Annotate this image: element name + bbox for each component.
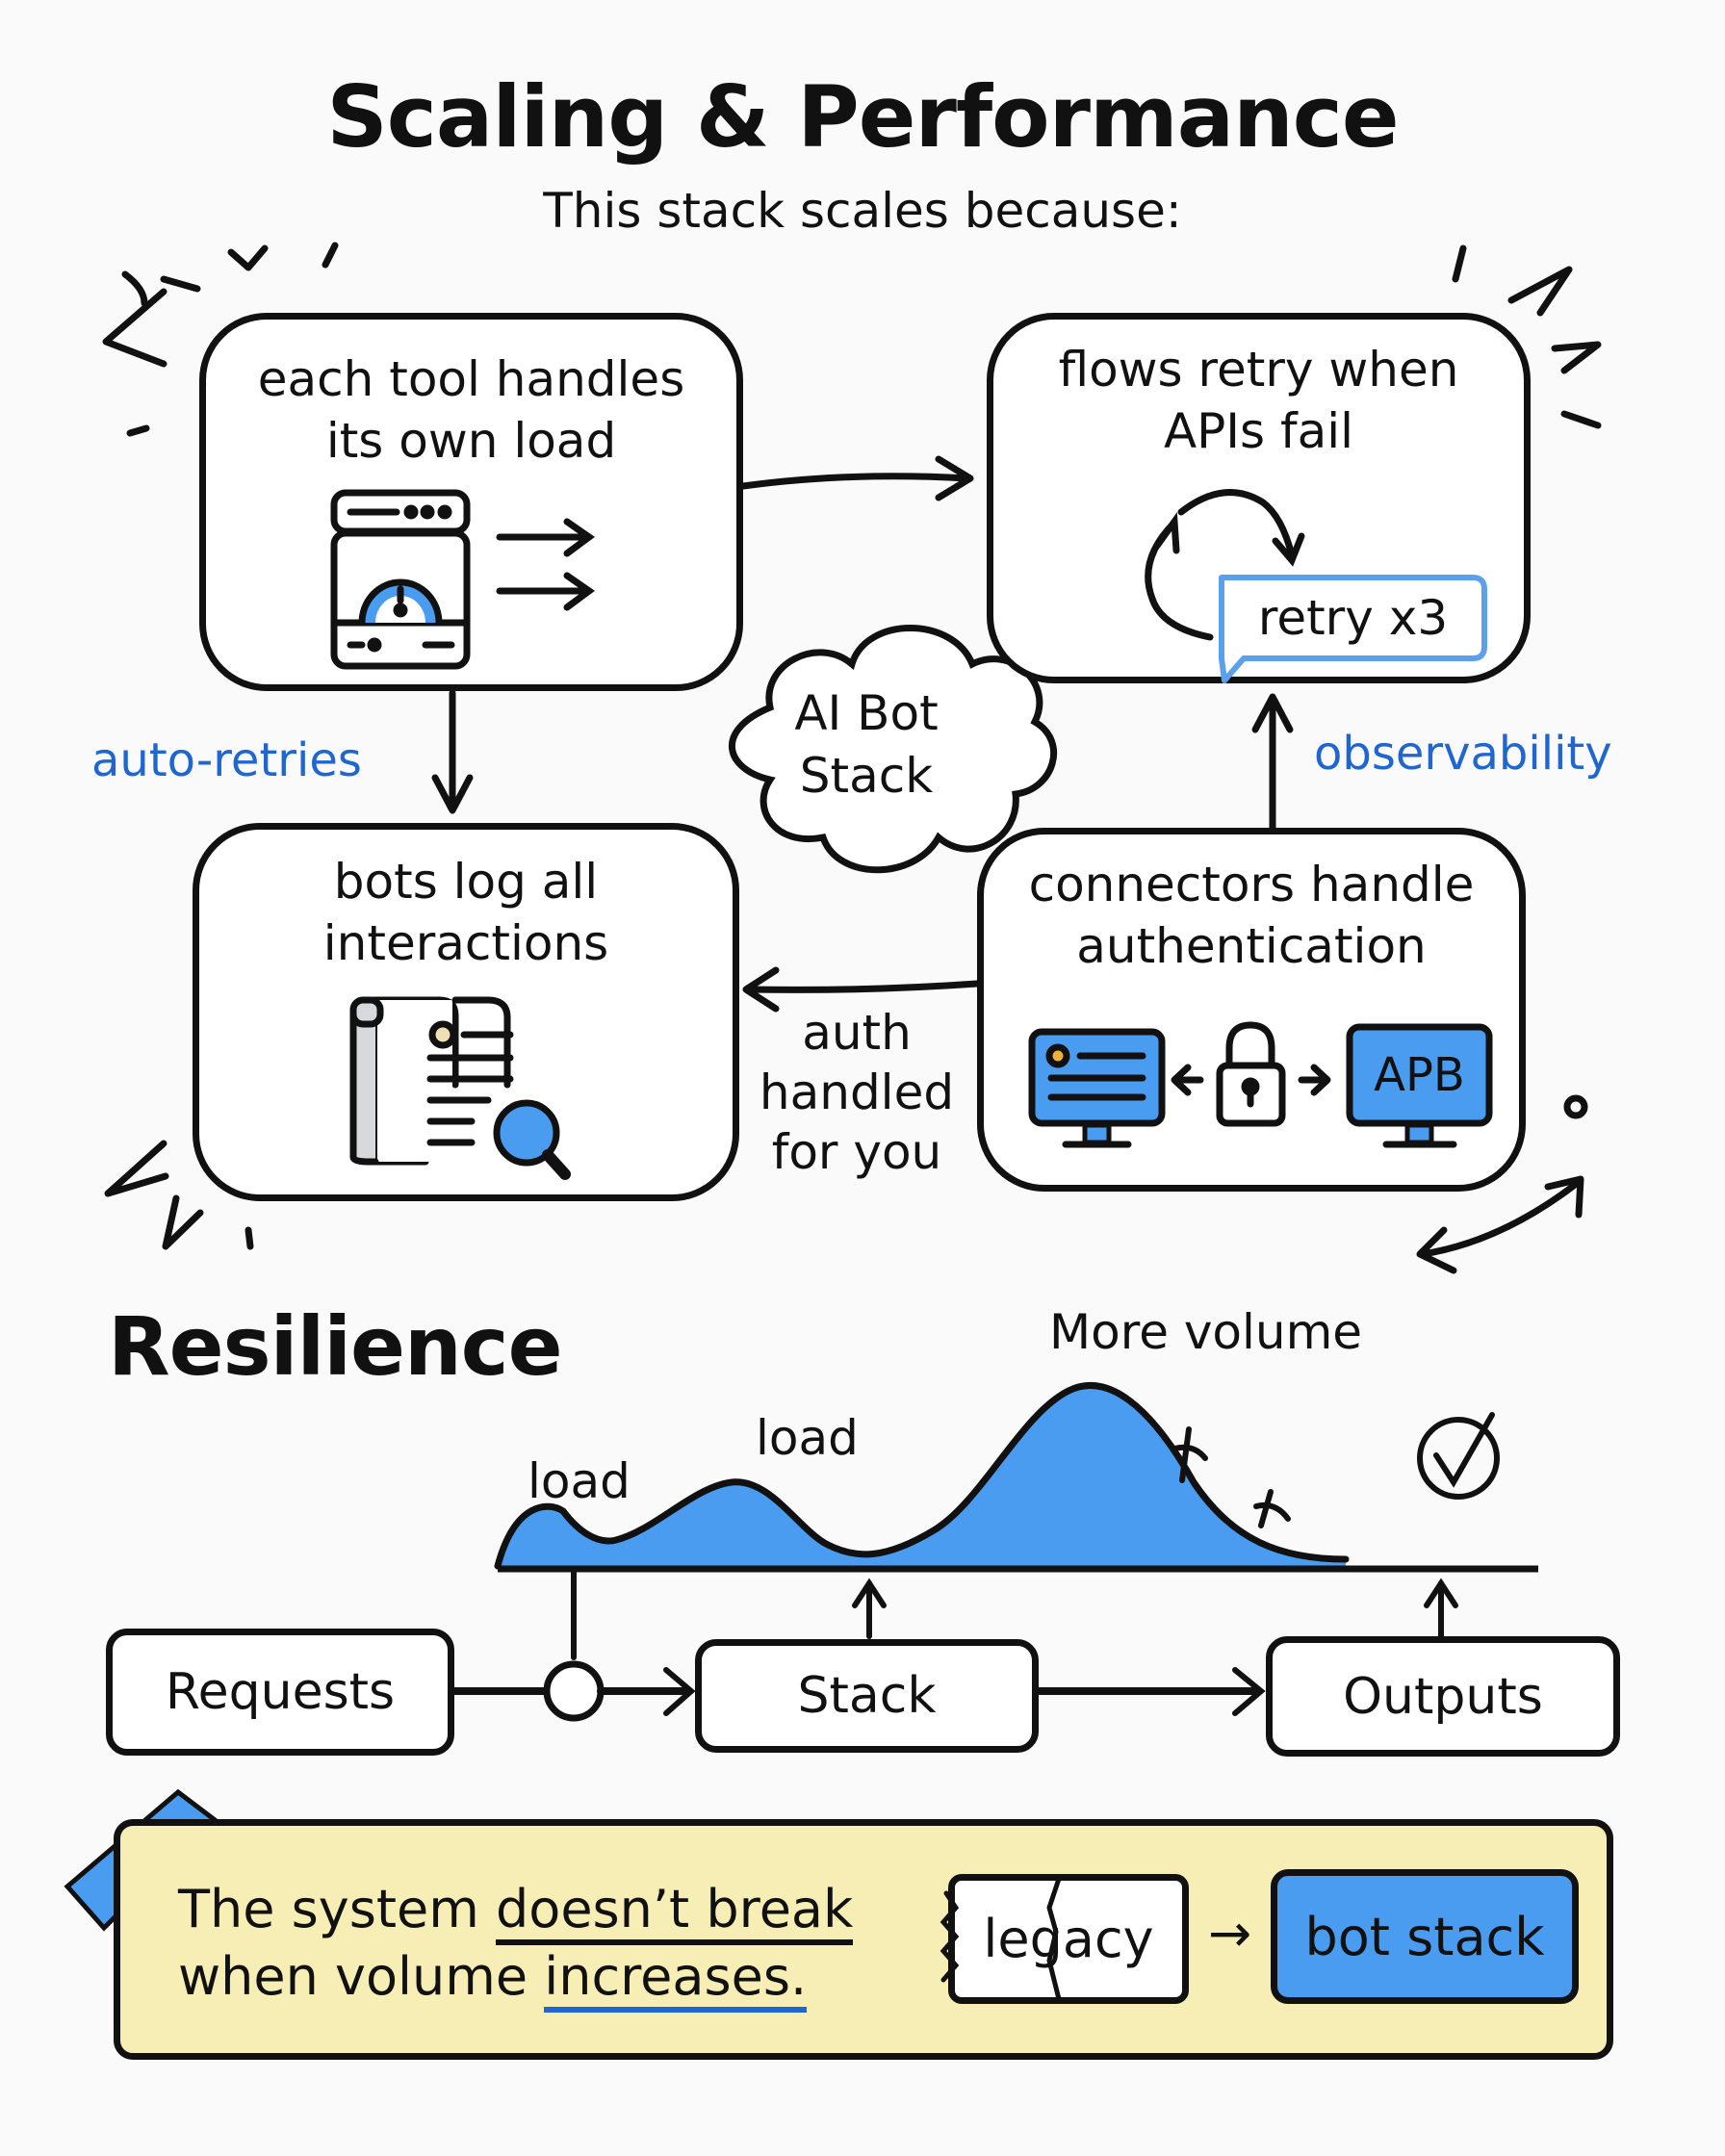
- flow-label-outputs: Outputs: [1343, 1667, 1543, 1726]
- box-connectors: connectors handle authentication APB: [977, 828, 1526, 1192]
- page-title: Scaling & Performance: [326, 67, 1399, 167]
- burst-mark: [227, 244, 269, 271]
- arrow-head: [852, 1578, 887, 1608]
- arrow-connectors-to-bots: [745, 980, 981, 993]
- burst-mark: [160, 275, 201, 293]
- legacy-box: legacy: [948, 1874, 1189, 2004]
- legacy-crack-icon: [940, 1876, 1062, 2002]
- callout-line2: when volume increases.: [178, 1943, 853, 2013]
- burst-mark: [322, 242, 339, 269]
- retry-cycle-icon: [1145, 489, 1487, 683]
- box-connectors-line2: authentication: [1076, 918, 1427, 974]
- arrow-tool-to-flows: [739, 473, 971, 490]
- check-circle-icon: [1417, 1417, 1500, 1500]
- burst-mark: [1507, 266, 1573, 317]
- box-flows-retry-line1: flows retry when: [1058, 342, 1459, 398]
- failure-mark-icon: [1171, 1426, 1208, 1483]
- wave-label-load-2: load: [756, 1410, 859, 1466]
- label-auto-retries: auto-retries: [91, 733, 362, 787]
- arrow-head: [663, 1667, 696, 1716]
- burst-mark: [1452, 244, 1467, 283]
- burst-mark: [126, 424, 150, 437]
- arrow-head: [742, 966, 780, 1013]
- callout-text-part: The system: [178, 1879, 496, 1939]
- box-tool-load-line1: each tool handles: [257, 351, 685, 407]
- arrow-head: [1251, 693, 1294, 733]
- log-search-icon: [349, 996, 571, 1180]
- center-cloud-line2: Stack: [799, 748, 934, 804]
- burst-mark: [1560, 410, 1602, 429]
- label-auth-line1: auth: [802, 1005, 912, 1061]
- resilience-title: Resilience: [108, 1299, 563, 1394]
- box-flows-retry: flows retry when APIs fail retry x3: [987, 313, 1531, 683]
- callout-underlined-increases: increases.: [544, 1946, 808, 2013]
- label-auth-line2: handled: [759, 1065, 955, 1120]
- callout-note: The system doesn’t break when volume inc…: [114, 1819, 1613, 2060]
- load-wave: [498, 1385, 1346, 1569]
- center-cloud-line1: AI Bot: [794, 685, 939, 741]
- retry-badge: retry x3: [1257, 590, 1449, 646]
- burst-mark: [162, 1194, 204, 1250]
- label-observability: observability: [1314, 727, 1612, 781]
- cloud-shape: [728, 625, 1058, 874]
- bot-stack-box: bot stack: [1271, 1869, 1579, 2004]
- callout-underlined-break: doesn’t break: [496, 1879, 854, 1945]
- box-bots-log: bots log all interactions: [193, 823, 739, 1201]
- box-bots-log-line2: interactions: [322, 915, 609, 971]
- arrow-right-icon: →: [1208, 1903, 1252, 1964]
- flow-box-outputs: Outputs: [1266, 1636, 1620, 1757]
- flow-box-stack: Stack: [695, 1639, 1039, 1753]
- wave-label-more-volume: More volume: [1049, 1304, 1363, 1360]
- burst-mark: [104, 1140, 169, 1197]
- callout-text: The system doesn’t break when volume inc…: [178, 1876, 854, 2013]
- bot-stack-label: bot stack: [1304, 1906, 1545, 1967]
- junction-circle: [543, 1660, 605, 1722]
- double-arrow-mark: [1419, 1178, 1583, 1258]
- legacy-label: legacy: [983, 1909, 1154, 1969]
- box-connectors-line1: connectors handle: [1028, 857, 1475, 912]
- arrow-head: [935, 455, 974, 501]
- arrow-head: [1232, 1667, 1266, 1716]
- wave-label-load-1: load: [528, 1453, 631, 1509]
- label-auth-line3: for you: [771, 1124, 942, 1180]
- callout-line1: The system doesn’t break: [178, 1876, 854, 1945]
- box-tool-load-line2: its own load: [325, 413, 617, 469]
- flow-label-requests: Requests: [165, 1663, 396, 1721]
- burst-mark: [1551, 341, 1602, 374]
- arrow-head: [1544, 1175, 1584, 1219]
- box-bots-log-line1: bots log all: [333, 854, 599, 910]
- flow-label-stack: Stack: [797, 1667, 937, 1725]
- monitor-apb-label: APB: [1374, 1048, 1465, 1102]
- arrow-head: [1424, 1578, 1458, 1608]
- lock-connection-icon: [1028, 1021, 1493, 1148]
- server-gauge-icon: [330, 489, 596, 670]
- page-subtitle: This stack scales because:: [543, 183, 1182, 239]
- burst-mark: [245, 1226, 254, 1250]
- check-mark: [1433, 1412, 1495, 1488]
- failure-mark-icon: [1253, 1489, 1291, 1528]
- callout-text-part: when volume: [178, 1946, 545, 2007]
- flow-box-requests: Requests: [106, 1629, 454, 1756]
- arrow-head: [1416, 1226, 1457, 1274]
- box-tool-load: each tool handles its own load: [199, 313, 743, 691]
- arrow-head: [431, 774, 474, 814]
- decor-dot: [1563, 1094, 1588, 1119]
- box-flows-retry-line2: APIs fail: [1163, 403, 1354, 459]
- burst-mark: [102, 288, 167, 368]
- burst-mark: [121, 270, 148, 307]
